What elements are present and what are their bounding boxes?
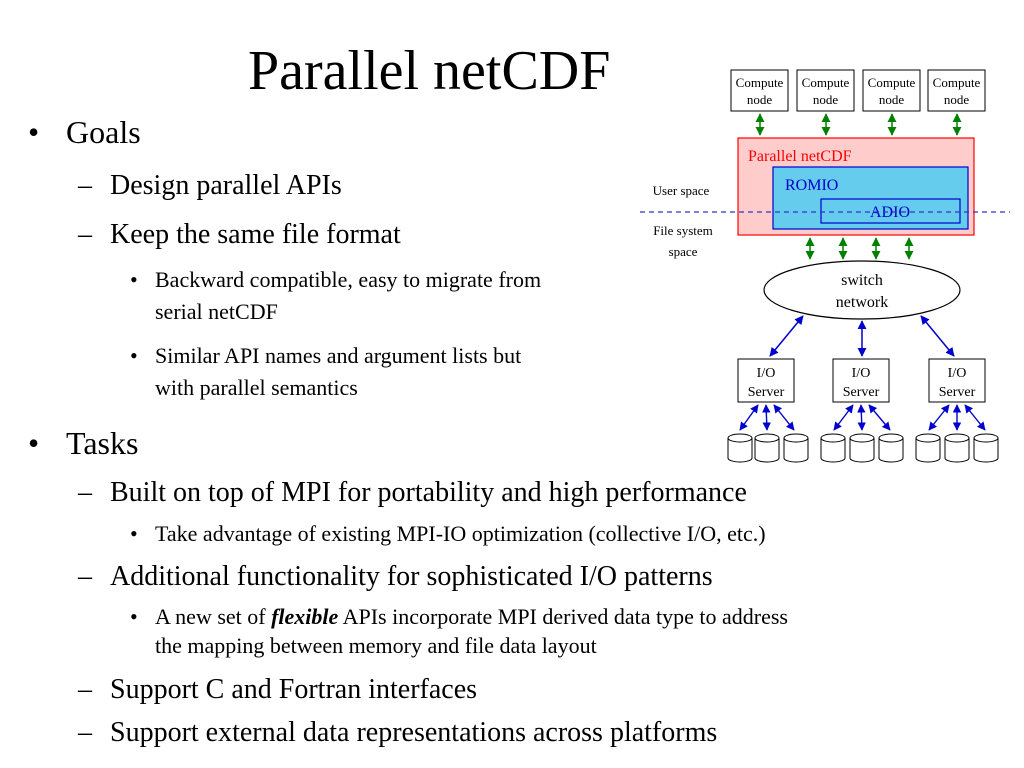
svg-text:Server: Server [939,385,976,400]
slide-title: Parallel netCDF [248,40,611,102]
disk-icon [849,433,875,463]
dash-additional: – [78,561,92,592]
backward-compat-line2: serial netCDF [155,299,278,324]
tasks-heading: Tasks [66,425,139,461]
switch-label-line1: switch [841,272,883,289]
disk-icon [820,433,846,463]
server-link-arrow [769,315,804,357]
task-c-fortran: Support C and Fortran interfaces [110,674,478,705]
user-space-label: User space [653,183,710,198]
task-mpi-io-opt: Take advantage of existing MPI-IO optimi… [155,521,766,546]
switch-label-line2: network [836,294,888,311]
task-additional-func: Additional functionality for sophisticat… [110,561,713,592]
disk-icon [915,433,941,463]
dash-c-fortran: – [78,674,92,705]
disk-icon [783,433,809,463]
io-server: I/O Server [928,358,986,403]
disk-icon [944,433,970,463]
bullet-mpi-io: • [130,521,138,546]
io-server: I/O Server [737,358,795,403]
disk-link-arrow [928,404,950,431]
bullet-flexible: • [130,604,138,629]
switch-network [763,260,961,320]
task-flexible-line1: A new set of flexible APIs incorporate M… [155,604,788,630]
pnetcdf-label: Parallel netCDF [748,148,852,165]
svg-text:node: node [747,92,773,107]
svg-text:Compute: Compute [802,75,850,90]
svg-text:node: node [879,92,905,107]
task-flexible-line2: the mapping between memory and file data… [155,633,597,658]
disk-link-arrow [739,404,759,431]
fs-space-label-line1: File system [653,223,713,238]
svg-text:Compute: Compute [736,75,784,90]
goal-file-format: Keep the same file format [110,219,401,250]
dash-design-apis: – [78,170,92,201]
flexible-emphasis: flexible [271,604,339,629]
fs-space-label-line2: space [669,244,698,259]
svg-text:node: node [813,92,839,107]
flexible-pre: A new set of [155,604,272,629]
bullet-similar: • [130,343,138,368]
goal-design-apis: Design parallel APIs [110,170,342,201]
svg-text:I/O: I/O [757,366,776,381]
adio-label: ADIO [870,204,910,221]
similar-api-line2: with parallel semantics [155,375,358,400]
dash-external-data: – [78,717,92,748]
svg-text:Server: Server [843,385,880,400]
disk-link-arrow [964,404,986,431]
svg-text:I/O: I/O [852,366,871,381]
svg-text:Compute: Compute [868,75,916,90]
compute-node: Compute node [862,69,921,112]
svg-text:Compute: Compute [933,75,981,90]
disk-link-arrow [762,404,771,431]
server-link-arrow [920,315,955,357]
flexible-post: APIs incorporate MPI derived data type t… [338,604,788,629]
disk-icon [878,433,904,463]
similar-api-line1: Similar API names and argument lists but [155,343,522,368]
bullet-tasks: • [28,425,40,461]
compute-node: Compute node [927,69,986,112]
romio-label: ROMIO [785,177,838,194]
compute-node: Compute node [796,69,855,112]
bullet-backward: • [130,267,138,292]
bullet-goals: • [28,114,40,150]
goals-heading: Goals [66,114,141,150]
io-server: I/O Server [832,358,890,403]
task-built-on-mpi: Built on top of MPI for portability and … [110,477,747,508]
disk-link-arrow [857,404,866,431]
adio-box [820,198,961,224]
svg-text:node: node [944,92,970,107]
task-external-data: Support external data representations ac… [110,717,718,748]
dash-built-on-mpi: – [78,477,92,508]
backward-compat-line1: Backward compatible, easy to migrate fro… [155,267,542,292]
disk-link-arrow [833,404,854,431]
disk-icon [973,433,999,463]
dash-file-format: – [78,219,92,250]
disk-icon [727,433,753,463]
disk-group [727,433,999,463]
disk-link-arrow [868,404,891,431]
disk-icon [754,433,780,463]
svg-text:I/O: I/O [948,366,967,381]
svg-text:Server: Server [748,385,785,400]
compute-node: Compute node [730,69,789,112]
disk-link-arrow [773,404,795,431]
